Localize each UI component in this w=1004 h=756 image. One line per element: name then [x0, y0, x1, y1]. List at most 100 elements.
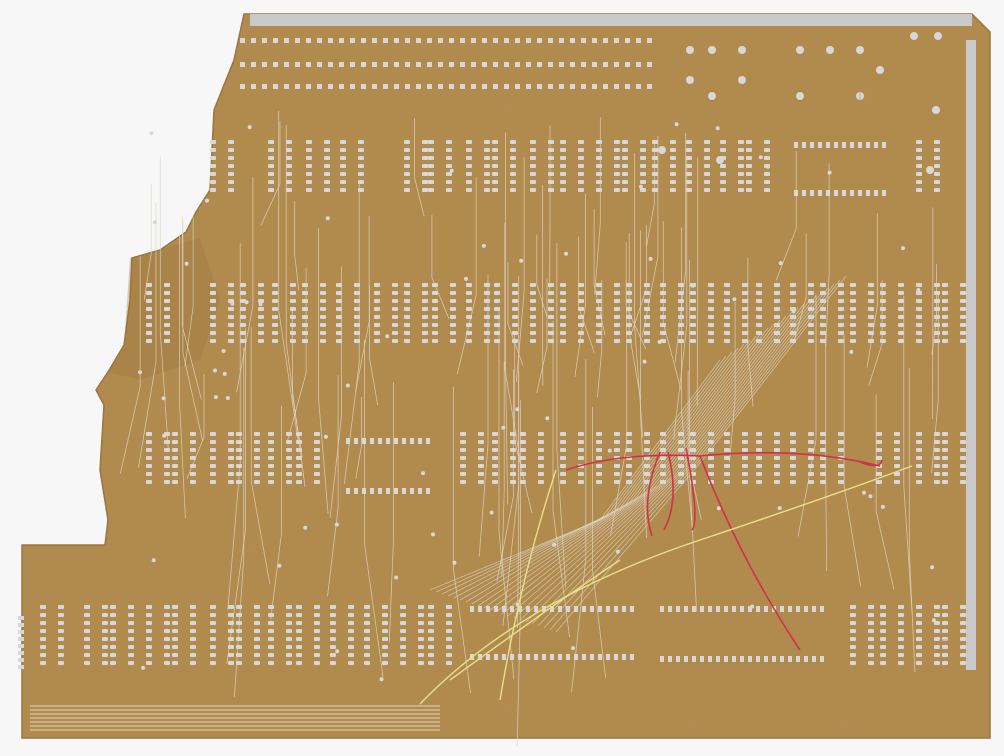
- dip-footprint: [942, 283, 966, 343]
- pad: [820, 656, 824, 662]
- pad: [678, 472, 684, 476]
- trace: [631, 225, 647, 332]
- pad: [262, 38, 267, 43]
- pad: [190, 456, 196, 460]
- pad: [340, 172, 346, 176]
- pad: [894, 464, 900, 468]
- pad: [164, 448, 170, 452]
- pad: [898, 637, 904, 641]
- pad: [466, 283, 472, 287]
- pad: [548, 180, 554, 184]
- pad: [478, 480, 484, 484]
- pad: [530, 148, 536, 152]
- pad: [960, 661, 966, 665]
- pad: [598, 606, 602, 612]
- pad: [336, 315, 342, 319]
- trace: [531, 291, 823, 625]
- pad: [273, 84, 278, 89]
- pad: [942, 339, 948, 343]
- pad: [446, 188, 452, 192]
- pad: [314, 464, 320, 468]
- trace: [182, 220, 203, 441]
- pad: [370, 438, 374, 444]
- pad: [128, 605, 134, 609]
- pad: [446, 172, 452, 176]
- pad: [934, 464, 940, 468]
- pad: [428, 156, 434, 160]
- pad: [354, 331, 360, 335]
- dip-footprint: [236, 605, 260, 665]
- pad: [790, 464, 796, 468]
- pad: [678, 448, 684, 452]
- pad: [898, 283, 904, 287]
- pad: [405, 38, 410, 43]
- pad: [596, 472, 602, 476]
- pad: [466, 307, 472, 311]
- pad: [942, 661, 948, 665]
- pad: [578, 432, 584, 436]
- pad: [660, 448, 666, 452]
- pad: [942, 315, 948, 319]
- pad: [236, 637, 242, 641]
- pad: [838, 315, 844, 319]
- pad: [820, 307, 826, 311]
- pad: [570, 62, 575, 67]
- pad: [850, 621, 856, 625]
- pad: [622, 654, 626, 660]
- trace: [453, 386, 471, 693]
- pad: [190, 440, 196, 444]
- trace: [505, 132, 508, 505]
- pad: [354, 291, 360, 295]
- pad: [756, 448, 762, 452]
- pad: [446, 637, 452, 641]
- yellow-jumper-wires: [419, 465, 913, 705]
- pad: [400, 621, 406, 625]
- pad: [960, 456, 966, 460]
- pad: [290, 291, 296, 295]
- pad: [228, 432, 234, 436]
- pad: [558, 606, 562, 612]
- pad: [484, 188, 490, 192]
- pad: [228, 283, 234, 287]
- pad: [790, 283, 796, 287]
- pad: [146, 315, 152, 319]
- pad: [660, 656, 664, 662]
- pad: [838, 283, 844, 287]
- pad: [510, 654, 514, 660]
- pad: [708, 448, 714, 452]
- pad: [418, 645, 424, 649]
- pad: [660, 307, 666, 311]
- pad: [640, 140, 646, 144]
- pad: [146, 605, 152, 609]
- pad: [644, 291, 650, 295]
- pad: [128, 629, 134, 633]
- pad: [348, 613, 354, 617]
- pad: [328, 84, 333, 89]
- dip-footprint: [272, 283, 296, 343]
- pad: [251, 84, 256, 89]
- pad: [228, 291, 234, 295]
- pad: [850, 315, 856, 319]
- pad: [422, 339, 428, 343]
- pad: [578, 164, 584, 168]
- dip-footprint: [40, 605, 64, 665]
- pad: [774, 299, 780, 303]
- pad: [172, 645, 178, 649]
- pad: [582, 606, 586, 612]
- pad: [559, 38, 564, 43]
- pad: [530, 307, 536, 311]
- pad: [172, 653, 178, 657]
- pad: [626, 448, 632, 452]
- pad: [660, 432, 666, 436]
- pad: [295, 84, 300, 89]
- pad: [868, 323, 874, 327]
- pad: [258, 283, 264, 287]
- pad: [428, 172, 434, 176]
- pad: [724, 307, 730, 311]
- pad: [560, 148, 566, 152]
- pad: [826, 142, 830, 148]
- via: [452, 560, 457, 565]
- pad: [484, 331, 490, 335]
- pad: [826, 190, 830, 196]
- pad: [742, 299, 748, 303]
